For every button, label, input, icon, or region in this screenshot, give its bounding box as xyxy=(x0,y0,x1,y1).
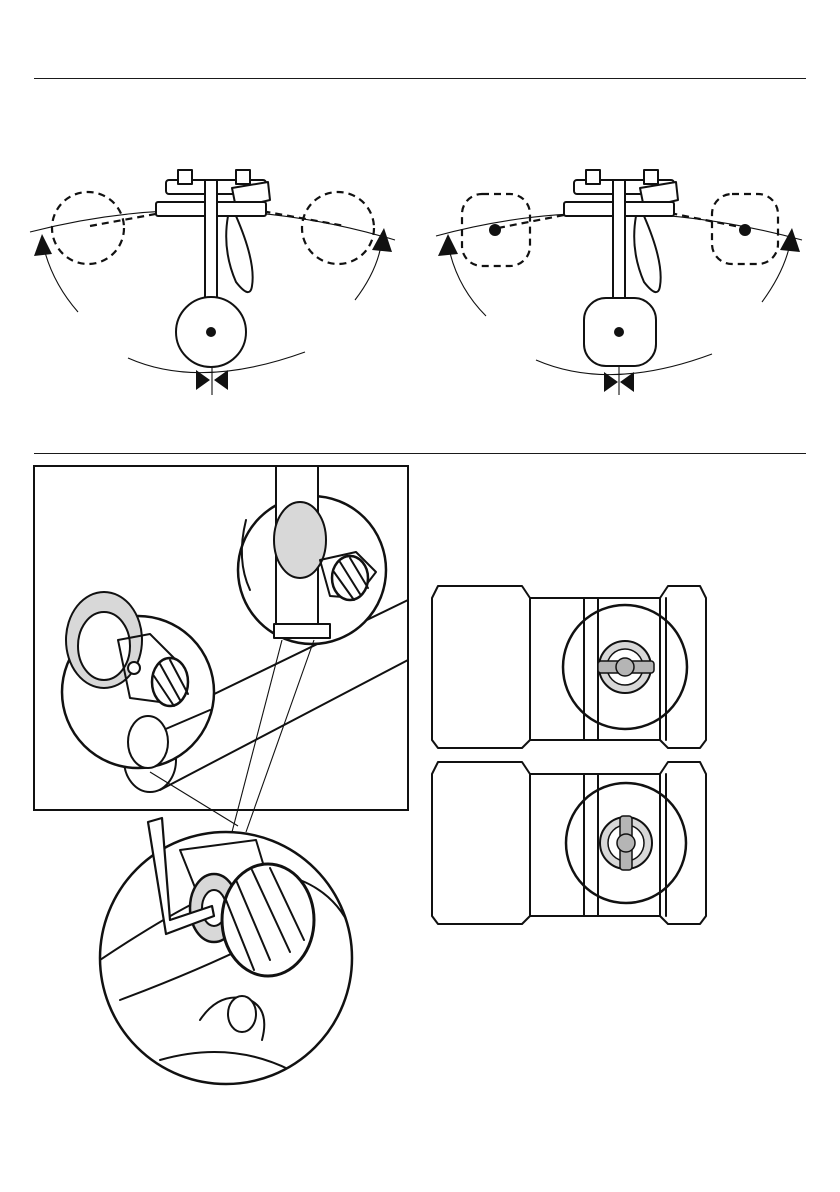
valve-body-left xyxy=(432,586,530,748)
valve-horizontal xyxy=(432,586,706,748)
valve-vertical xyxy=(432,762,706,924)
valve-body-left xyxy=(432,762,530,924)
